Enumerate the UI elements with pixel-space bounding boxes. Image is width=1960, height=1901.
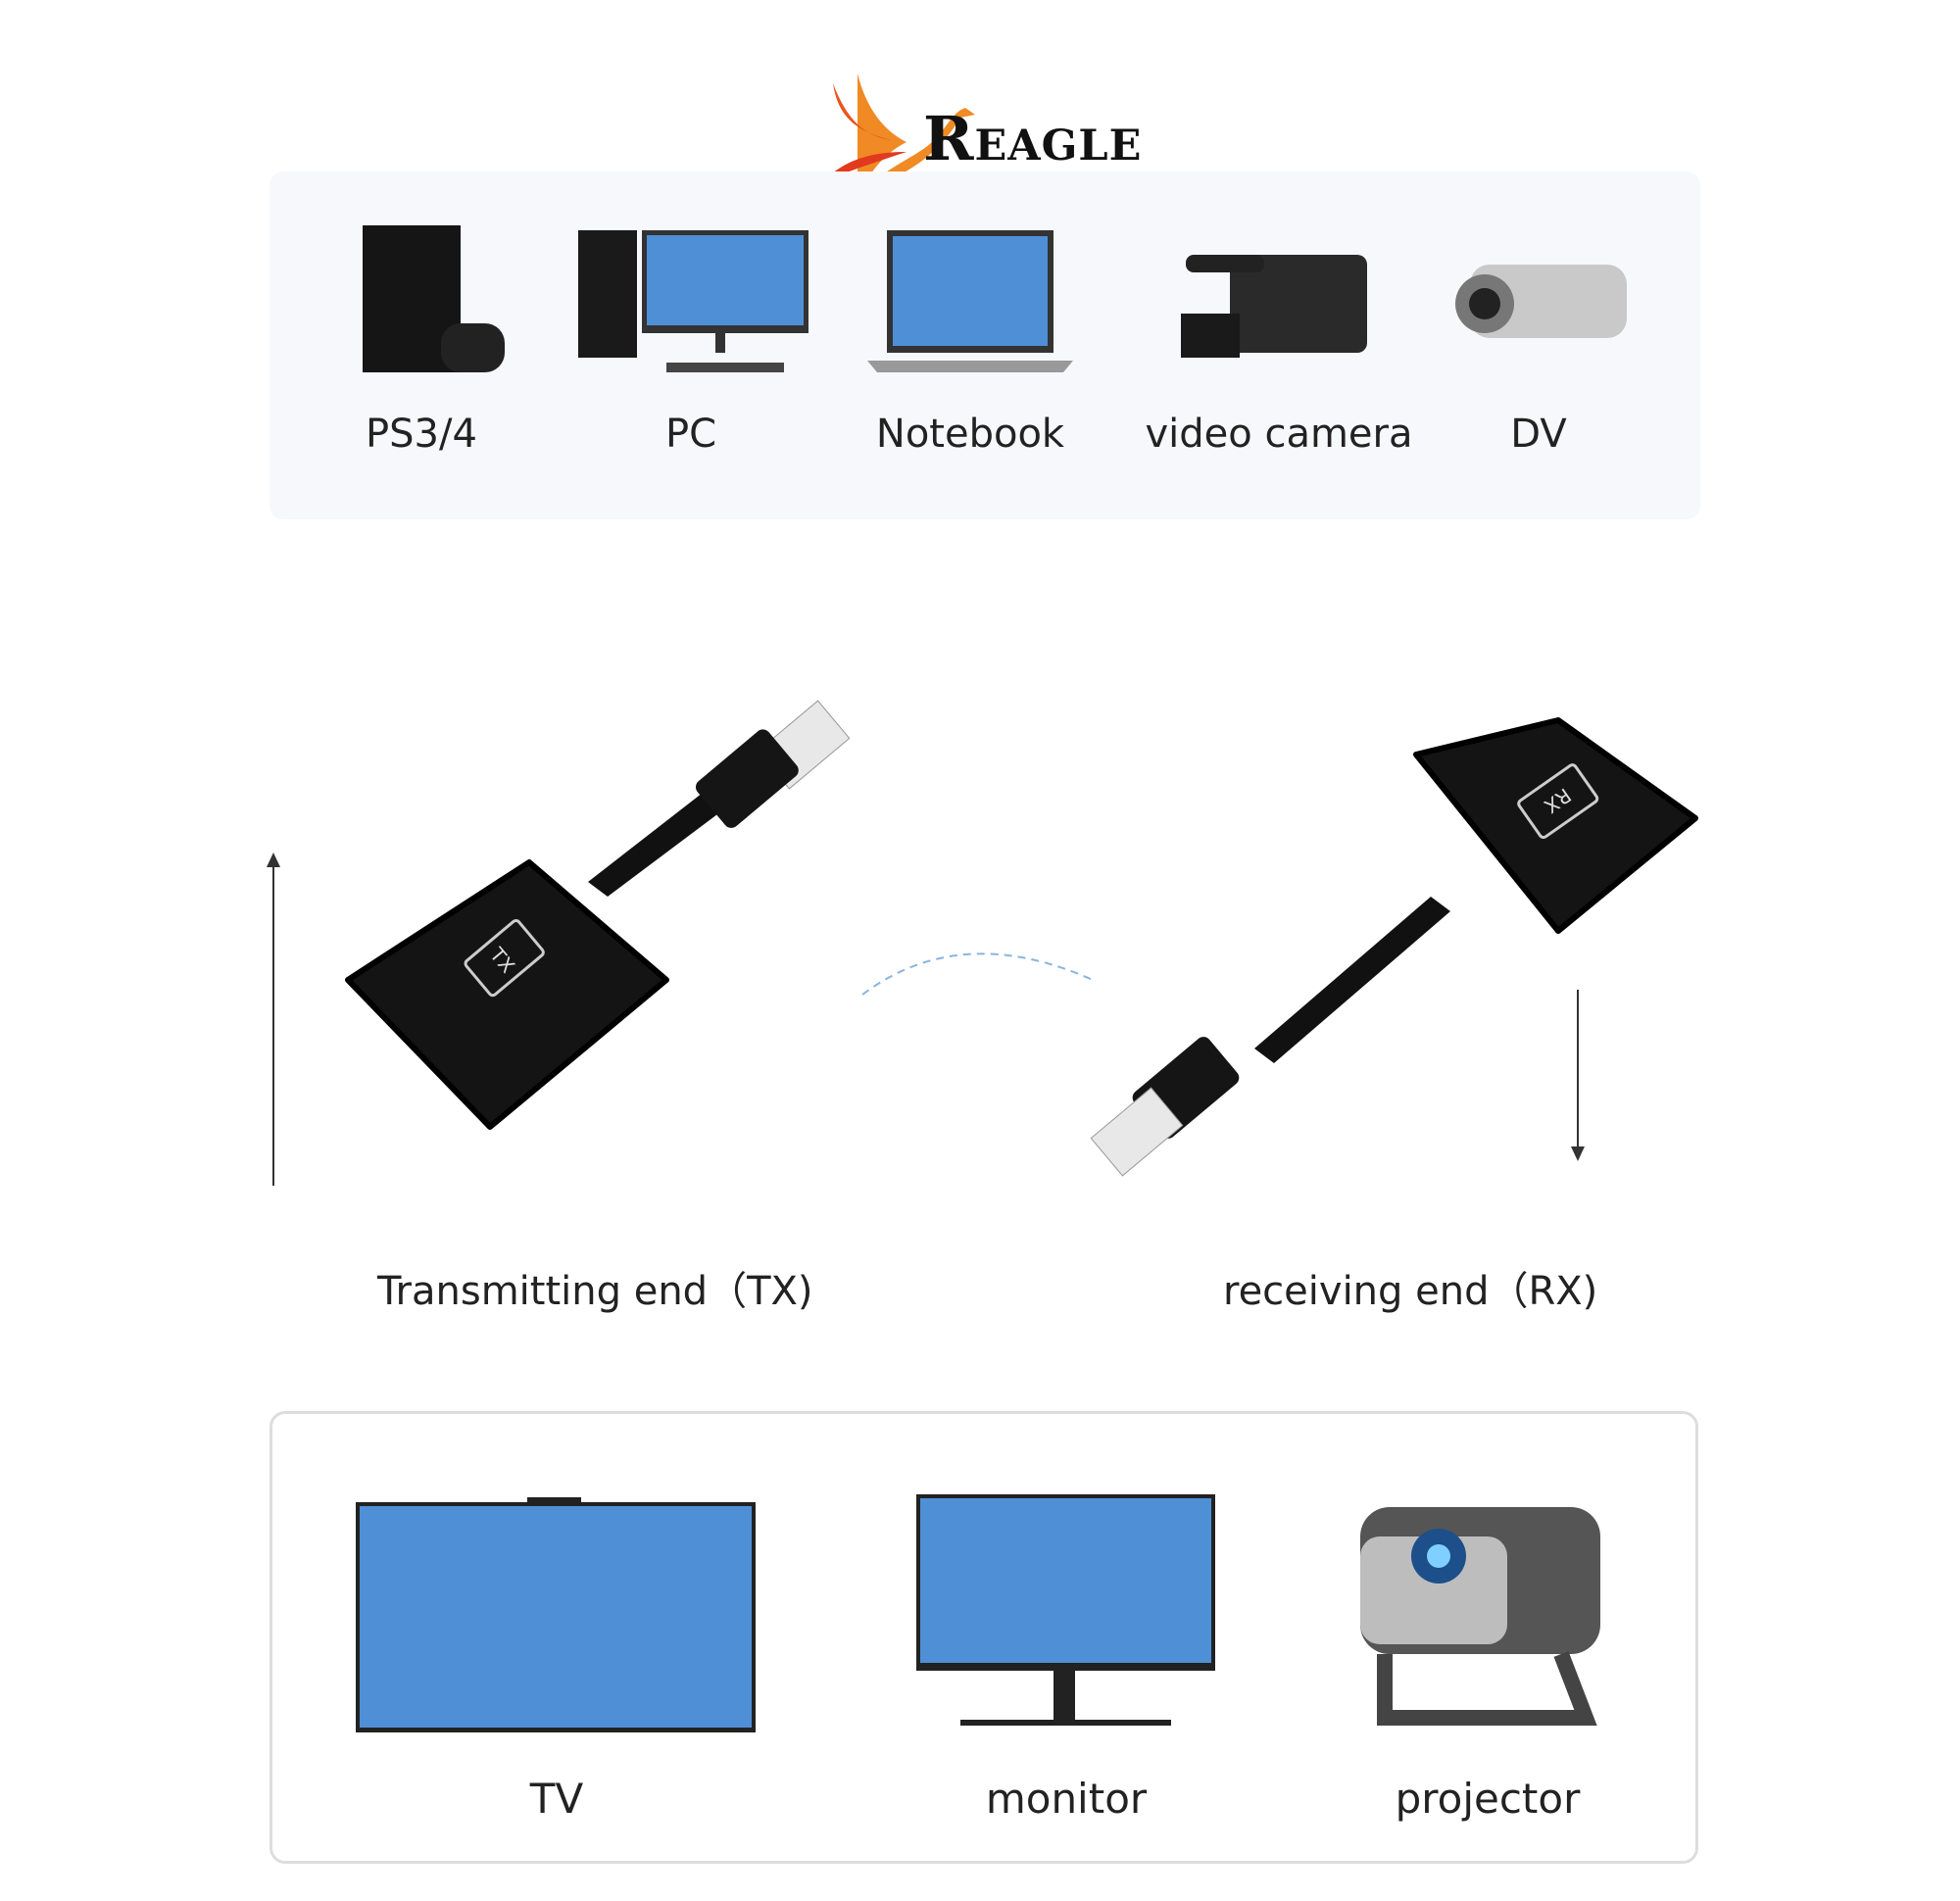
up-arrow-icon: [267, 853, 280, 1186]
source-label: video camera: [1145, 412, 1413, 457]
sink-label: monitor: [985, 1775, 1148, 1823]
tx-device: [345, 700, 851, 1130]
laptop-icon: [867, 230, 1073, 372]
transmission-diagram: TX RX: [267, 700, 1698, 1186]
source-notebook: Notebook: [843, 216, 1098, 457]
source-label: DV: [1510, 412, 1567, 457]
video-camera-icon: [1181, 255, 1367, 358]
camcorder-icon: [1455, 265, 1627, 338]
source-devices-panel: PS3/4 PC Notebook video camera DV: [270, 171, 1700, 519]
monitor-icon: [916, 1494, 1215, 1726]
sink-label: projector: [1395, 1775, 1581, 1823]
signal-arrow-icon: [861, 952, 1094, 996]
source-label: Notebook: [875, 412, 1065, 457]
source-dv: DV: [1411, 216, 1666, 457]
rx-label: receiving end（RX): [1223, 1269, 1598, 1314]
tv-icon: [356, 1497, 756, 1732]
projector-icon: [1360, 1507, 1600, 1726]
rx-device: [1090, 717, 1698, 1177]
down-arrow-icon: [1571, 990, 1585, 1161]
source-label: PC: [664, 412, 717, 457]
source-ps: PS3/4: [294, 216, 549, 457]
brand-name: Reagle: [923, 103, 1143, 174]
source-pc: PC: [549, 216, 833, 457]
source-label: PS3/4: [366, 412, 477, 457]
display-devices-panel: TV monitor projector: [270, 1411, 1698, 1864]
desktop-pc-icon: [578, 230, 808, 372]
sink-label: TV: [529, 1775, 584, 1823]
source-video-camera: video camera: [1132, 216, 1426, 457]
tx-label: Transmitting end（TX): [377, 1269, 813, 1314]
game-console-icon: [363, 225, 505, 372]
